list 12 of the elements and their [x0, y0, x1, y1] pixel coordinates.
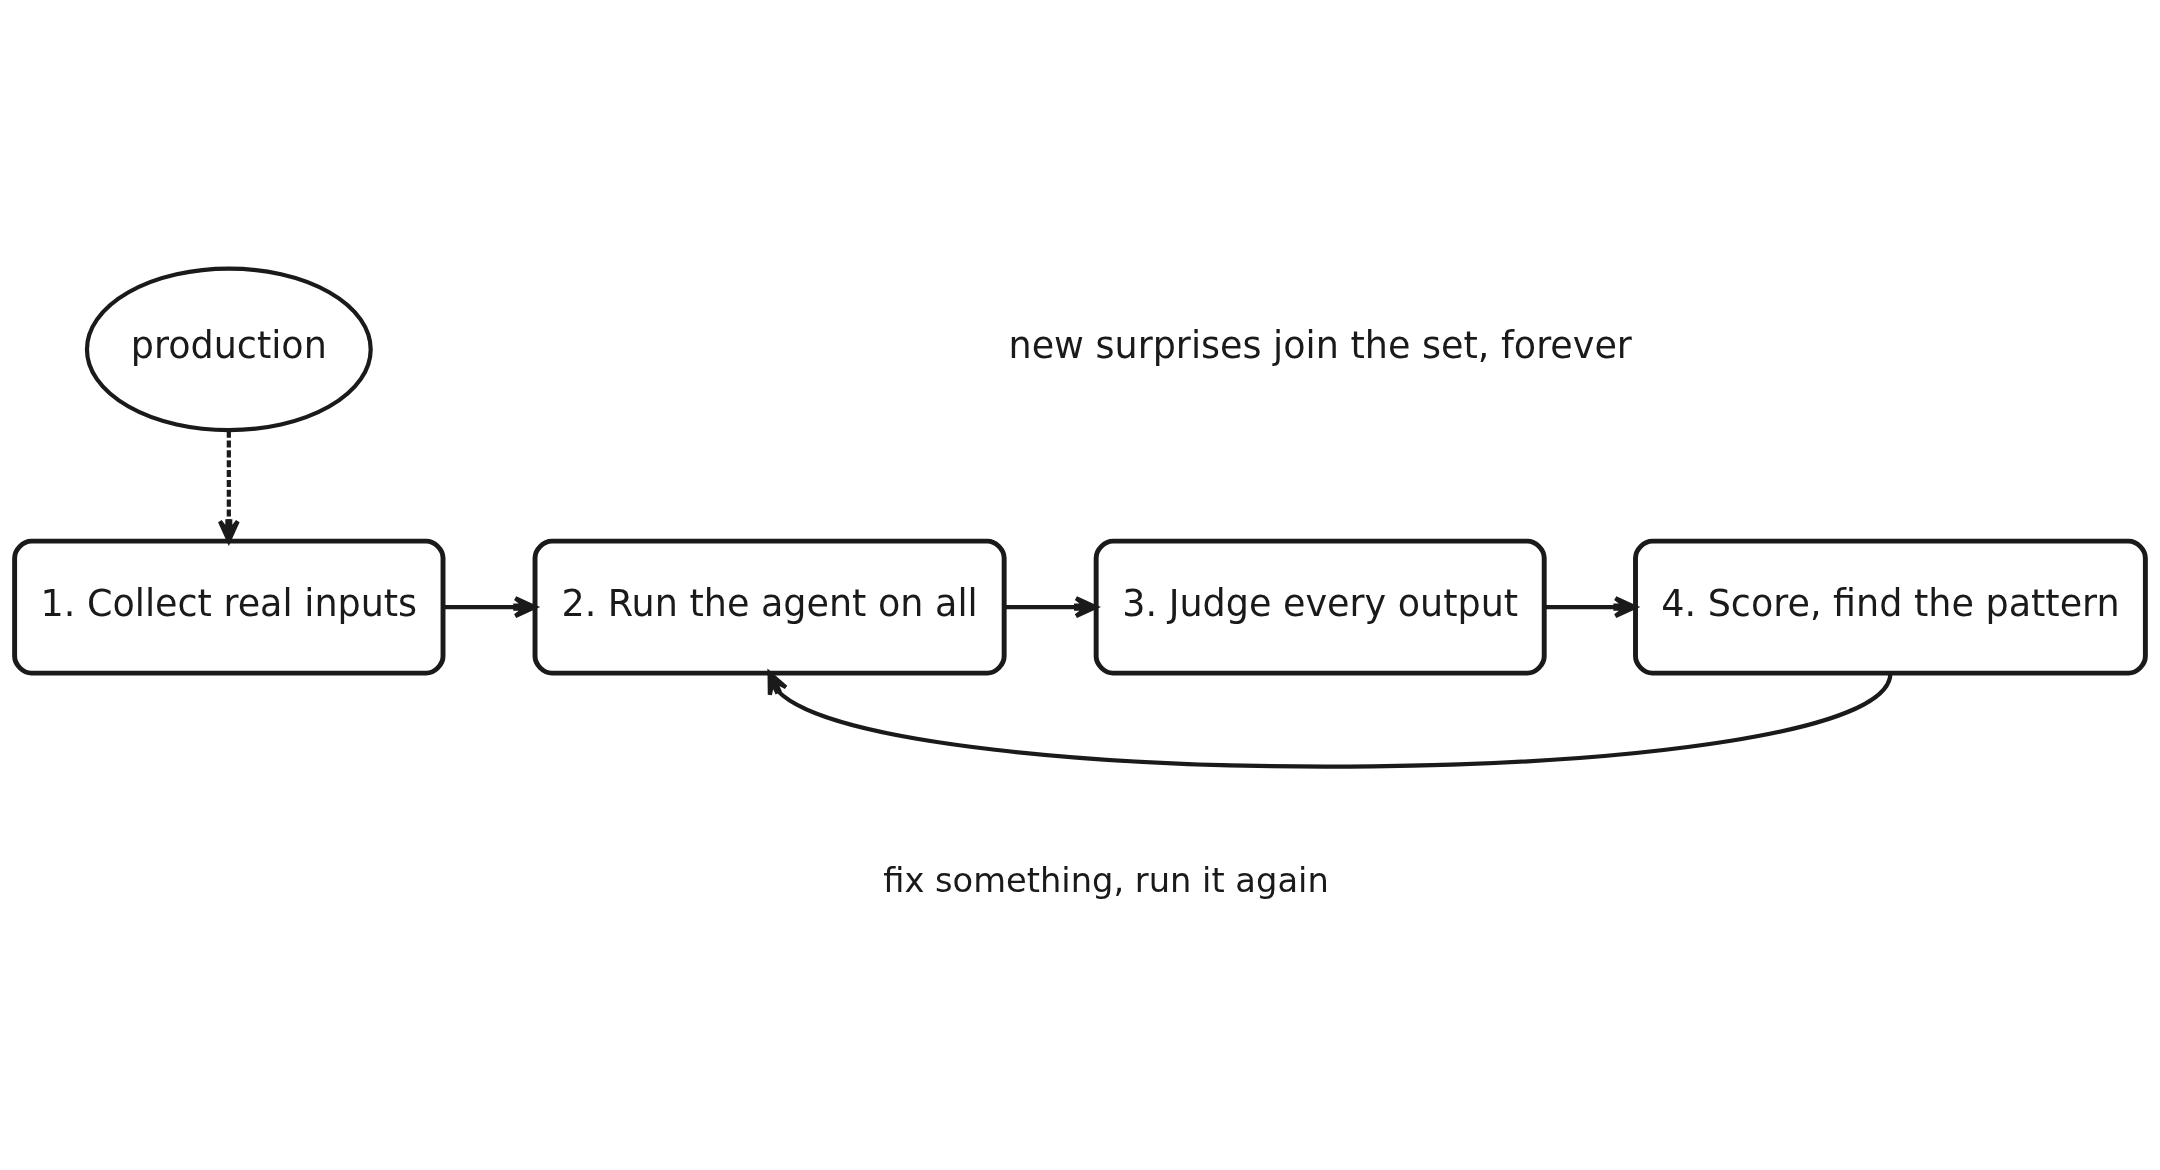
- node-box: 1. Collect real inputs: [12, 538, 446, 676]
- arrow: [1544, 596, 1638, 619]
- edge-label: fix something, run it again: [883, 860, 1329, 900]
- arrow: [1004, 596, 1098, 619]
- arrow: [767, 671, 1893, 769]
- node-ellipse: production: [84, 266, 373, 433]
- label: new surprises join the set, forever: [1008, 324, 1632, 368]
- node-box: 2. Run the agent on all: [532, 538, 1007, 676]
- node-box: 4. Score, find the pattern: [1633, 538, 2148, 676]
- arrow: [443, 596, 538, 619]
- arrow: [217, 430, 240, 544]
- node-box: 3. Judge every output: [1093, 538, 1547, 676]
